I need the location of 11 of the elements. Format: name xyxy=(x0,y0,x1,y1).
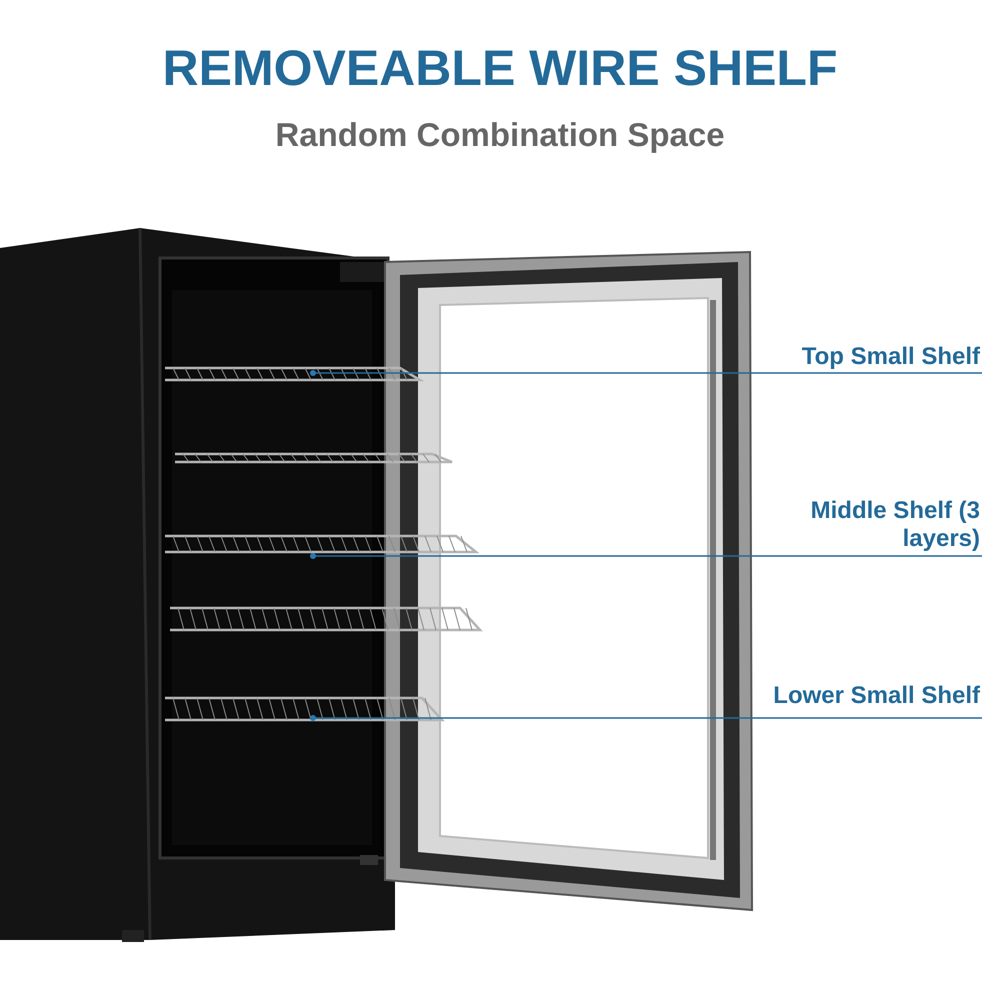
subtitle: Random Combination Space xyxy=(275,115,725,155)
wire-shelf xyxy=(165,366,425,382)
leader-line xyxy=(310,370,982,376)
leader-line xyxy=(310,715,982,721)
leader-line xyxy=(310,553,982,559)
title: REMOVEABLE WIRE SHELF xyxy=(162,39,838,98)
callout-label: Middle Shelf (3 layers) xyxy=(805,497,980,553)
callout-label: Top Small Shelf xyxy=(802,343,980,371)
wire-shelf xyxy=(165,534,480,554)
wire-shelf xyxy=(165,696,445,722)
callout-label: Lower Small Shelf xyxy=(773,682,980,710)
